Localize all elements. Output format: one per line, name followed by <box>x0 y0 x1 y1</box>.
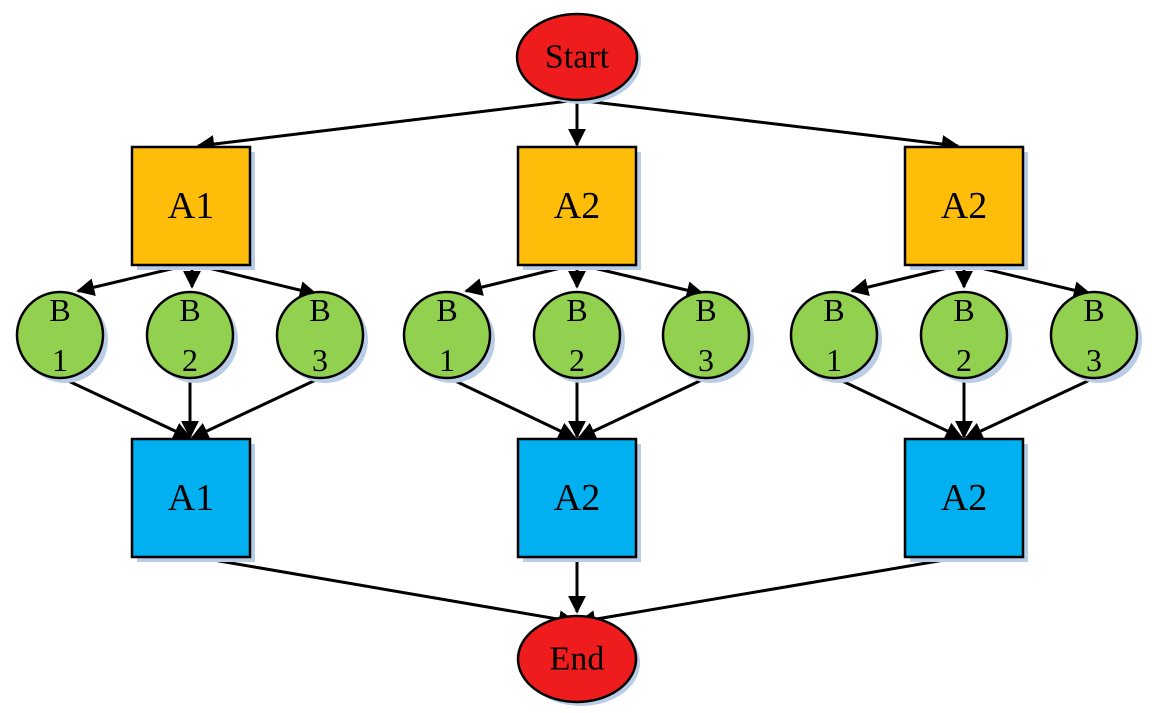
group2-circle-b1 <box>402 290 492 380</box>
group3-bottom-box-label: A2 <box>941 477 987 519</box>
group1-b1-label-line2: 1 <box>52 342 68 378</box>
group3-b3-label-line2: 3 <box>1086 342 1102 378</box>
group1-circle-b2 <box>145 290 235 380</box>
end-node-shape <box>516 614 638 704</box>
group3-circle-b3 <box>1049 290 1139 380</box>
edge-group2-b1-to-bottom <box>448 376 577 440</box>
group3-b3-label-line1: B <box>1083 292 1104 328</box>
group3-bottom-box <box>903 437 1025 559</box>
group-1: A1 B 1 B 2 B 3 A1 <box>15 145 368 562</box>
group2-b2-label-line1: B <box>566 292 587 328</box>
group2-circle-b2 <box>532 290 622 380</box>
group2-b2-label-line2: 2 <box>569 342 585 378</box>
group2-top-box <box>516 145 638 267</box>
group-2: A2 B 1 B 2 B 3 A2 <box>402 145 754 562</box>
group3-b1-label-line1: B <box>823 292 844 328</box>
edge-group1-bottom-to-end <box>195 555 577 629</box>
group2-bottom-box <box>516 437 638 559</box>
group3-top-box-label: A2 <box>941 185 987 227</box>
group2-b1-label-line2: 1 <box>439 342 455 378</box>
group1-circle-b3 <box>275 290 365 380</box>
start-node: Start <box>515 12 641 104</box>
group3-circle-b1 <box>789 290 879 380</box>
group2-b3-label-line1: B <box>695 292 716 328</box>
group3-top-box <box>903 145 1025 267</box>
group2-circle-b3 <box>661 290 751 380</box>
group2-b1-label-line1: B <box>436 292 457 328</box>
group1-b1-label-line1: B <box>49 292 70 328</box>
group1-b3-label-line1: B <box>309 292 330 328</box>
group1-bottom-box-label: A1 <box>168 477 214 519</box>
edge-group2-b3-to-bottom <box>577 376 707 440</box>
start-node-shape <box>515 12 639 102</box>
edge-group1-b1-to-bottom <box>61 376 192 440</box>
start-node-label: Start <box>545 39 610 76</box>
edge-group3-b1-to-bottom <box>835 376 964 440</box>
edge-start-to-group1-top <box>196 98 578 153</box>
group1-top-box <box>130 145 252 267</box>
edge-start-to-group3-top <box>576 98 960 153</box>
group3-b1-label-line2: 1 <box>826 342 842 378</box>
group1-circle-b1 <box>15 290 105 380</box>
group2-b3-label-line2: 3 <box>698 342 714 378</box>
group1-b2-label-line2: 2 <box>182 342 198 378</box>
group-3: A2 B 1 B 2 B 3 A2 <box>789 145 1142 562</box>
group3-b2-label-line1: B <box>953 292 974 328</box>
group1-b2-label-line1: B <box>179 292 200 328</box>
edge-group3-bottom-to-end <box>577 555 963 629</box>
group3-b2-label-line2: 2 <box>956 342 972 378</box>
group1-top-box-label: A1 <box>168 185 214 227</box>
edge-group3-b3-to-bottom <box>964 376 1095 440</box>
edge-group1-b3-to-bottom <box>190 376 321 440</box>
group2-bottom-box-label: A2 <box>554 477 600 519</box>
group2-top-box-label: A2 <box>554 185 600 227</box>
group1-bottom-box <box>130 437 252 559</box>
end-node: End <box>516 614 640 706</box>
group1-b3-label-line2: 3 <box>312 342 328 378</box>
group3-circle-b2 <box>919 290 1009 380</box>
end-node-label: End <box>550 641 605 678</box>
